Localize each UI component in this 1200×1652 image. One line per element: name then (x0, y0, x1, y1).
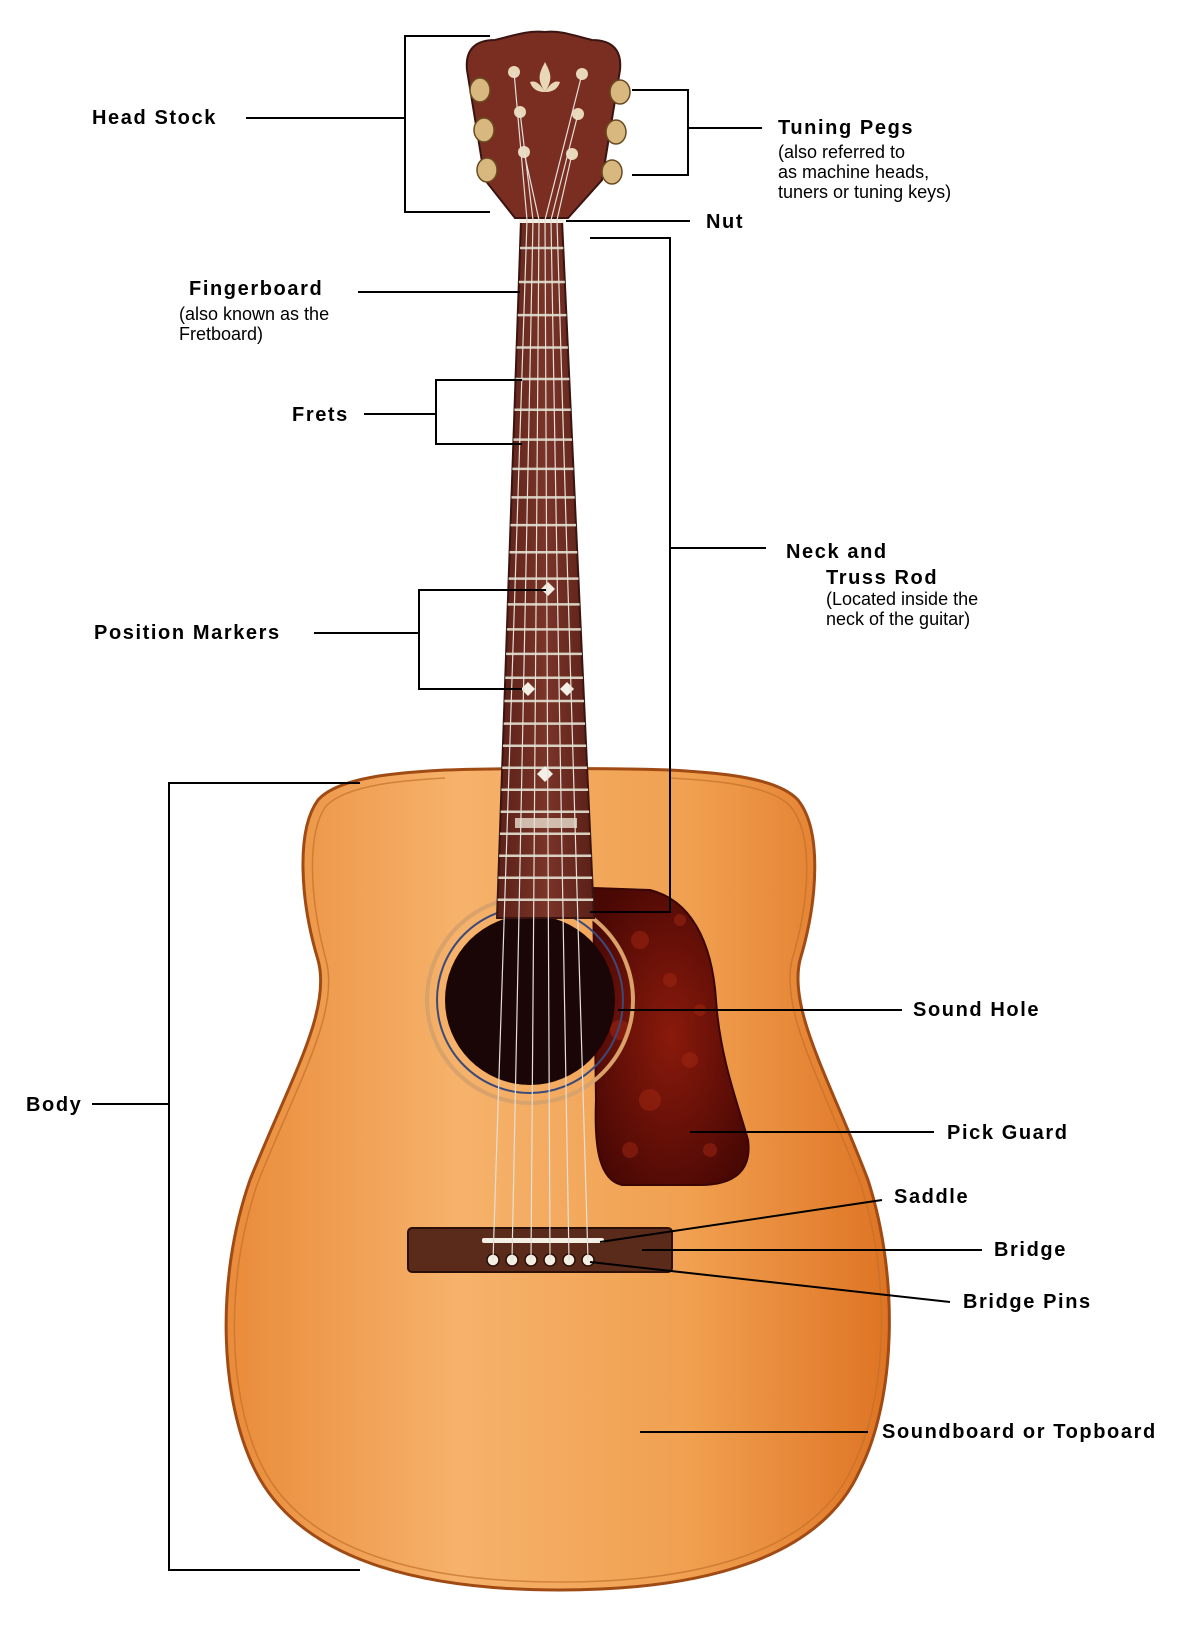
sound-hole (445, 915, 615, 1085)
leader-lines (92, 35, 982, 1571)
label-frets: Frets (292, 404, 349, 426)
bracket-body (168, 782, 360, 1571)
label-neck-note-2: neck of the guitar) (826, 609, 971, 629)
label-nut: Nut (706, 211, 745, 233)
label-tuning-pegs-note-3: tuners or tuning keys) (778, 182, 952, 202)
string (492, 71, 528, 1261)
label-tuning-pegs-note-1: (also referred to (778, 142, 906, 162)
maker-inlay (515, 818, 577, 828)
strings (492, 71, 589, 1261)
bracket-head-stock (404, 35, 490, 213)
bracket-frets (435, 379, 522, 445)
label-neck-note-1: (Located inside the (826, 589, 979, 609)
string (556, 153, 589, 1261)
label-sound-hole: Sound Hole (913, 999, 1041, 1021)
label-fingerboard: Fingerboard (189, 278, 324, 300)
label-bridge: Bridge (994, 1239, 1067, 1261)
label-pick-guard: Pick Guard (947, 1122, 1069, 1144)
position-markers (521, 582, 574, 782)
bracket-position-markers (418, 589, 546, 690)
leader-bridge-pins (589, 1261, 951, 1303)
body-binding (233, 777, 883, 1583)
label-fingerboard-note-1: (also known as the (179, 304, 330, 324)
label-fingerboard-note-2: Fretboard) (179, 324, 264, 344)
leader-saddle (599, 1199, 883, 1243)
string (523, 151, 540, 1261)
saddle (482, 1238, 604, 1243)
bracket-neck (590, 237, 671, 913)
tuning-pegs (469, 66, 631, 185)
string (544, 73, 583, 1261)
label-body: Body (26, 1094, 83, 1116)
label-neck-2: Truss Rod (826, 567, 939, 589)
string (511, 111, 534, 1261)
label-tuning-pegs: Tuning Pegs (778, 117, 915, 139)
bridge (407, 1227, 673, 1273)
string (550, 113, 579, 1261)
label-neck-1: Neck and (786, 541, 888, 563)
label-soundboard: Soundboard or Topboard (882, 1421, 1157, 1443)
label-bridge-pins: Bridge Pins (963, 1291, 1092, 1313)
bracket-tuning-pegs (632, 89, 689, 176)
label-tuning-pegs-note-2: as machine heads, (778, 162, 930, 182)
head-stock-inlay (530, 62, 560, 92)
guitar-body (224, 767, 891, 1592)
label-head-stock: Head Stock (92, 107, 217, 129)
label-position-markers: Position Markers (94, 622, 281, 644)
label-saddle: Saddle (894, 1186, 970, 1208)
nut (519, 217, 564, 223)
